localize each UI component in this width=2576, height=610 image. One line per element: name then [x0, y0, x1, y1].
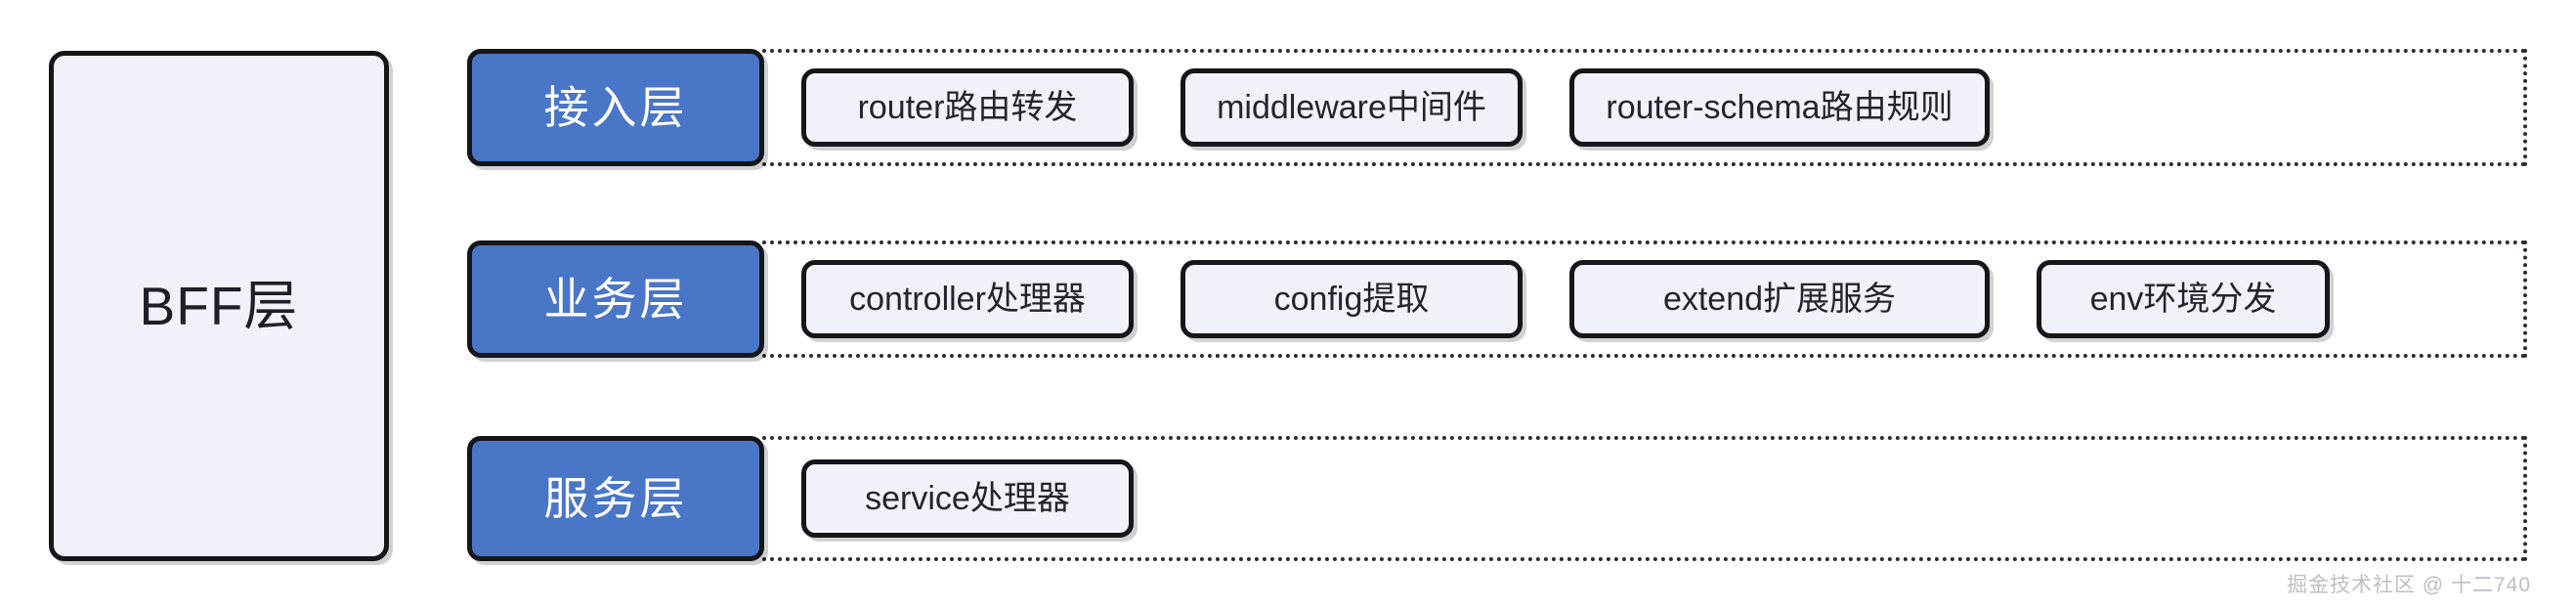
item-label: middleware中间件 [1217, 89, 1486, 126]
layer-items-container: controller处理器 config提取 extend扩展服务 env环境分… [762, 240, 2527, 358]
layer-row-access: router路由转发 middleware中间件 router-schema路由… [467, 49, 2527, 166]
layer-tag-access[interactable]: 接入层 [467, 49, 764, 166]
layer-items-container: service处理器 [762, 436, 2527, 561]
watermark-text: 掘金技术社区 @ 十二740 [2286, 574, 2531, 596]
item-chip[interactable]: router路由转发 [801, 68, 1134, 147]
item-chip[interactable]: service处理器 [801, 459, 1134, 538]
layer-tag-label: 业务层 [543, 274, 688, 325]
layer-tag-label: 服务层 [543, 473, 688, 524]
item-chip[interactable]: controller处理器 [801, 260, 1134, 338]
layer-tag-business[interactable]: 业务层 [467, 240, 764, 358]
bff-layer-label: BFF层 [139, 275, 299, 336]
layer-row-business: controller处理器 config提取 extend扩展服务 env环境分… [467, 240, 2527, 358]
item-label: config提取 [1273, 281, 1430, 318]
item-chip[interactable]: extend扩展服务 [1569, 260, 1990, 338]
item-label: extend扩展服务 [1662, 281, 1897, 318]
item-label: controller处理器 [849, 281, 1086, 318]
layer-row-service: service处理器 服务层 [467, 436, 2527, 561]
item-chip[interactable]: env环境分发 [2037, 260, 2330, 338]
layer-tag-service[interactable]: 服务层 [467, 436, 764, 561]
item-chip[interactable]: middleware中间件 [1181, 68, 1523, 147]
item-label: router-schema路由规则 [1606, 89, 1953, 126]
item-label: env环境分发 [2089, 281, 2277, 318]
bff-layer-box: BFF层 [49, 51, 389, 561]
item-label: router路由转发 [857, 89, 1078, 126]
item-chip[interactable]: config提取 [1181, 260, 1523, 338]
item-chip[interactable]: router-schema路由规则 [1569, 68, 1990, 147]
item-label: service处理器 [865, 480, 1070, 517]
layer-tag-label: 接入层 [543, 82, 688, 133]
layer-items-container: router路由转发 middleware中间件 router-schema路由… [762, 49, 2527, 166]
